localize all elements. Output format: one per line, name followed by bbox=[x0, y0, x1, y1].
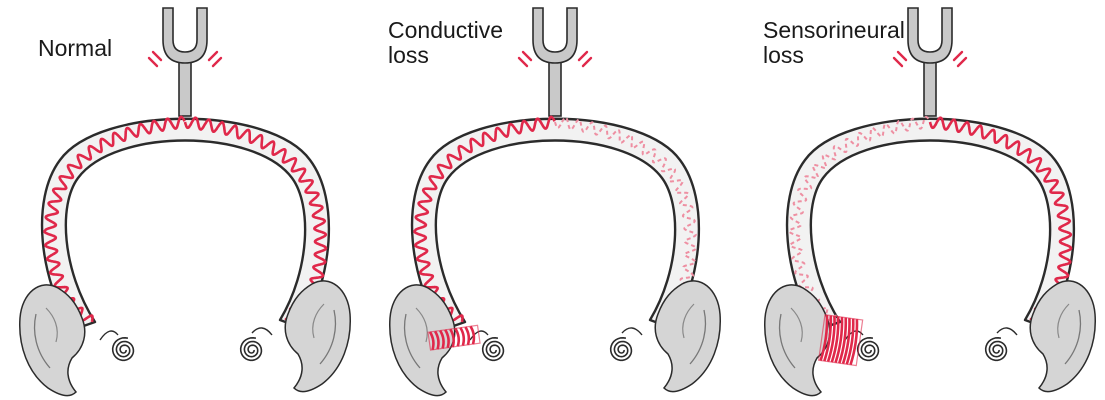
panel-label-line: Normal bbox=[38, 35, 112, 61]
panel-label-line: Sensorineural bbox=[763, 17, 905, 43]
tuning-fork-icon bbox=[533, 8, 577, 116]
cochlea-icon bbox=[113, 338, 134, 361]
tuning-fork-icon bbox=[163, 8, 207, 116]
cochlea-icon bbox=[611, 338, 632, 361]
cochlea-icon bbox=[483, 338, 504, 361]
panel-label: Normal bbox=[38, 35, 112, 61]
panel-label-line: Conductive bbox=[388, 17, 503, 43]
panel-label-line: loss bbox=[388, 42, 429, 68]
panel-1: Normal bbox=[20, 8, 351, 395]
tuning-fork-icon bbox=[908, 8, 952, 116]
panel-label-line: loss bbox=[763, 42, 804, 68]
skull-band bbox=[412, 119, 699, 330]
cochlea-icon bbox=[858, 338, 879, 361]
cochlea-icon bbox=[241, 338, 262, 361]
cochlea-icon bbox=[986, 338, 1007, 361]
